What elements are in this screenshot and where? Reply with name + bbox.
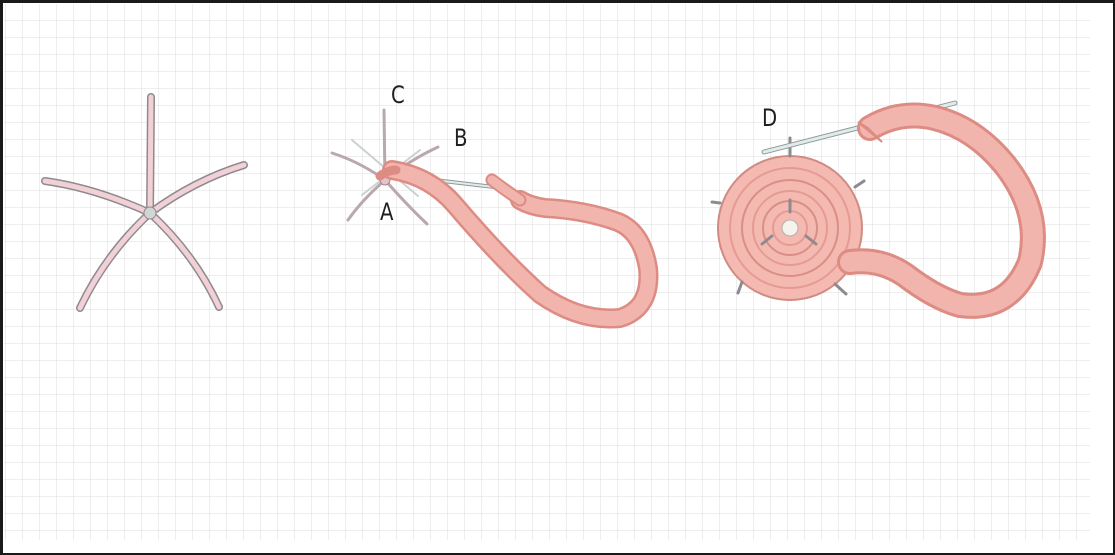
graph-paper-grid — [4, 4, 1090, 540]
label-a: A — [380, 200, 393, 224]
star-spoke-top — [150, 97, 151, 213]
star-center-knot — [144, 207, 156, 219]
label-d: D — [762, 106, 777, 130]
label-c: C — [391, 83, 405, 107]
label-b: B — [454, 126, 468, 150]
